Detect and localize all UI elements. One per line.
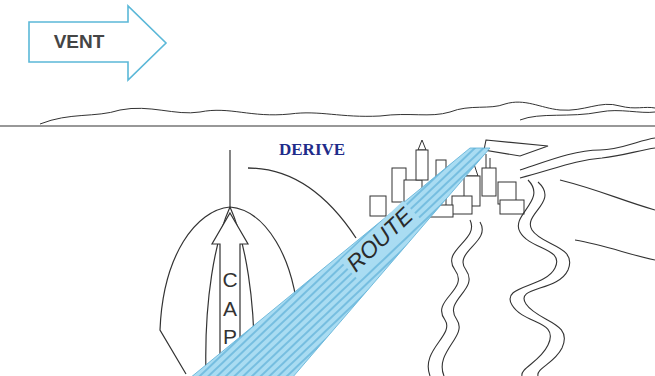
horizon bbox=[0, 102, 655, 126]
shape-path bbox=[29, 6, 166, 80]
text-area: VENT bbox=[30, 22, 128, 62]
wind-label: VENT bbox=[54, 31, 105, 53]
shape-path bbox=[190, 148, 490, 376]
route-band: ROUTE bbox=[188, 146, 492, 376]
wind-arrow: VENT bbox=[28, 4, 168, 82]
drift-arc bbox=[248, 168, 356, 238]
drift-label: DERIVE bbox=[277, 140, 347, 160]
airfield bbox=[484, 140, 548, 156]
